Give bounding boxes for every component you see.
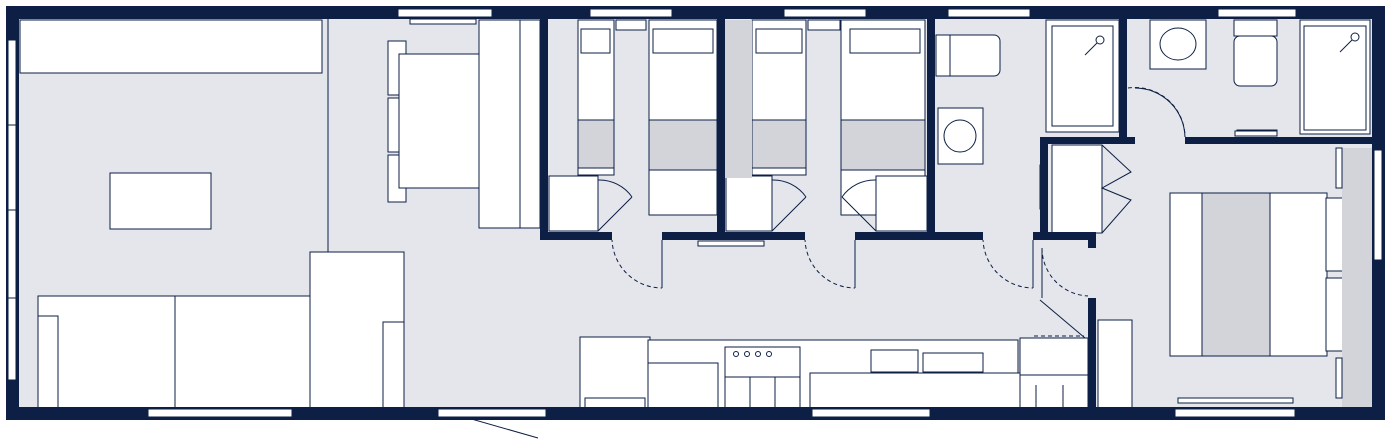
pillow	[755, 28, 803, 54]
door-openings	[612, 137, 1185, 298]
living-room	[19, 18, 405, 409]
dresser	[1097, 319, 1133, 409]
kitchen	[579, 336, 1089, 409]
door-swing-icon	[611, 87, 1186, 337]
bed-stripe	[751, 119, 807, 169]
towel-rail	[1177, 397, 1294, 404]
sink-icon	[870, 349, 919, 373]
wardrobe	[548, 175, 599, 232]
pillow	[1325, 277, 1344, 352]
fridge	[579, 336, 651, 409]
kitchen-counter-top-left	[19, 19, 323, 74]
shower-icon	[1299, 19, 1371, 135]
toilet-icon	[1233, 35, 1278, 87]
twin-bedroom-2	[724, 19, 928, 232]
bed-stripe	[840, 119, 926, 171]
pillow	[652, 28, 714, 54]
coffee-table	[109, 172, 212, 230]
pillow	[1325, 197, 1344, 272]
bed-stripe	[577, 119, 615, 169]
towel-rail	[409, 18, 477, 25]
bed-stripe	[648, 119, 718, 171]
wardrobe	[1051, 144, 1103, 234]
towel-rail	[1234, 130, 1278, 137]
toilet-icon	[943, 34, 1001, 77]
windows	[7, 8, 1383, 418]
bed-stripe	[1201, 192, 1271, 357]
basin-icon	[1149, 19, 1207, 70]
bedside-table	[807, 19, 841, 31]
counter-front	[809, 372, 1021, 409]
pillow	[580, 28, 611, 54]
sofa	[37, 295, 311, 409]
towel-rail	[697, 240, 765, 247]
wardrobe	[875, 175, 928, 232]
wardrobe	[725, 175, 773, 232]
bedside-table	[1335, 147, 1343, 189]
pillow	[849, 28, 921, 54]
wardrobe	[478, 19, 541, 229]
bedside-table	[1335, 357, 1343, 399]
oven	[724, 376, 801, 409]
cabinet	[1019, 337, 1089, 409]
sofa-arm	[37, 315, 59, 409]
bedside-table	[615, 19, 647, 31]
shower-room	[935, 19, 1120, 165]
dining-area	[387, 19, 541, 229]
master-bedroom	[1039, 144, 1372, 409]
chair-arm	[382, 321, 405, 409]
dining-table	[398, 53, 487, 189]
wardrobe-panel	[1342, 148, 1372, 408]
twin-bedroom-1	[548, 19, 718, 232]
shower-icon	[1045, 19, 1120, 133]
